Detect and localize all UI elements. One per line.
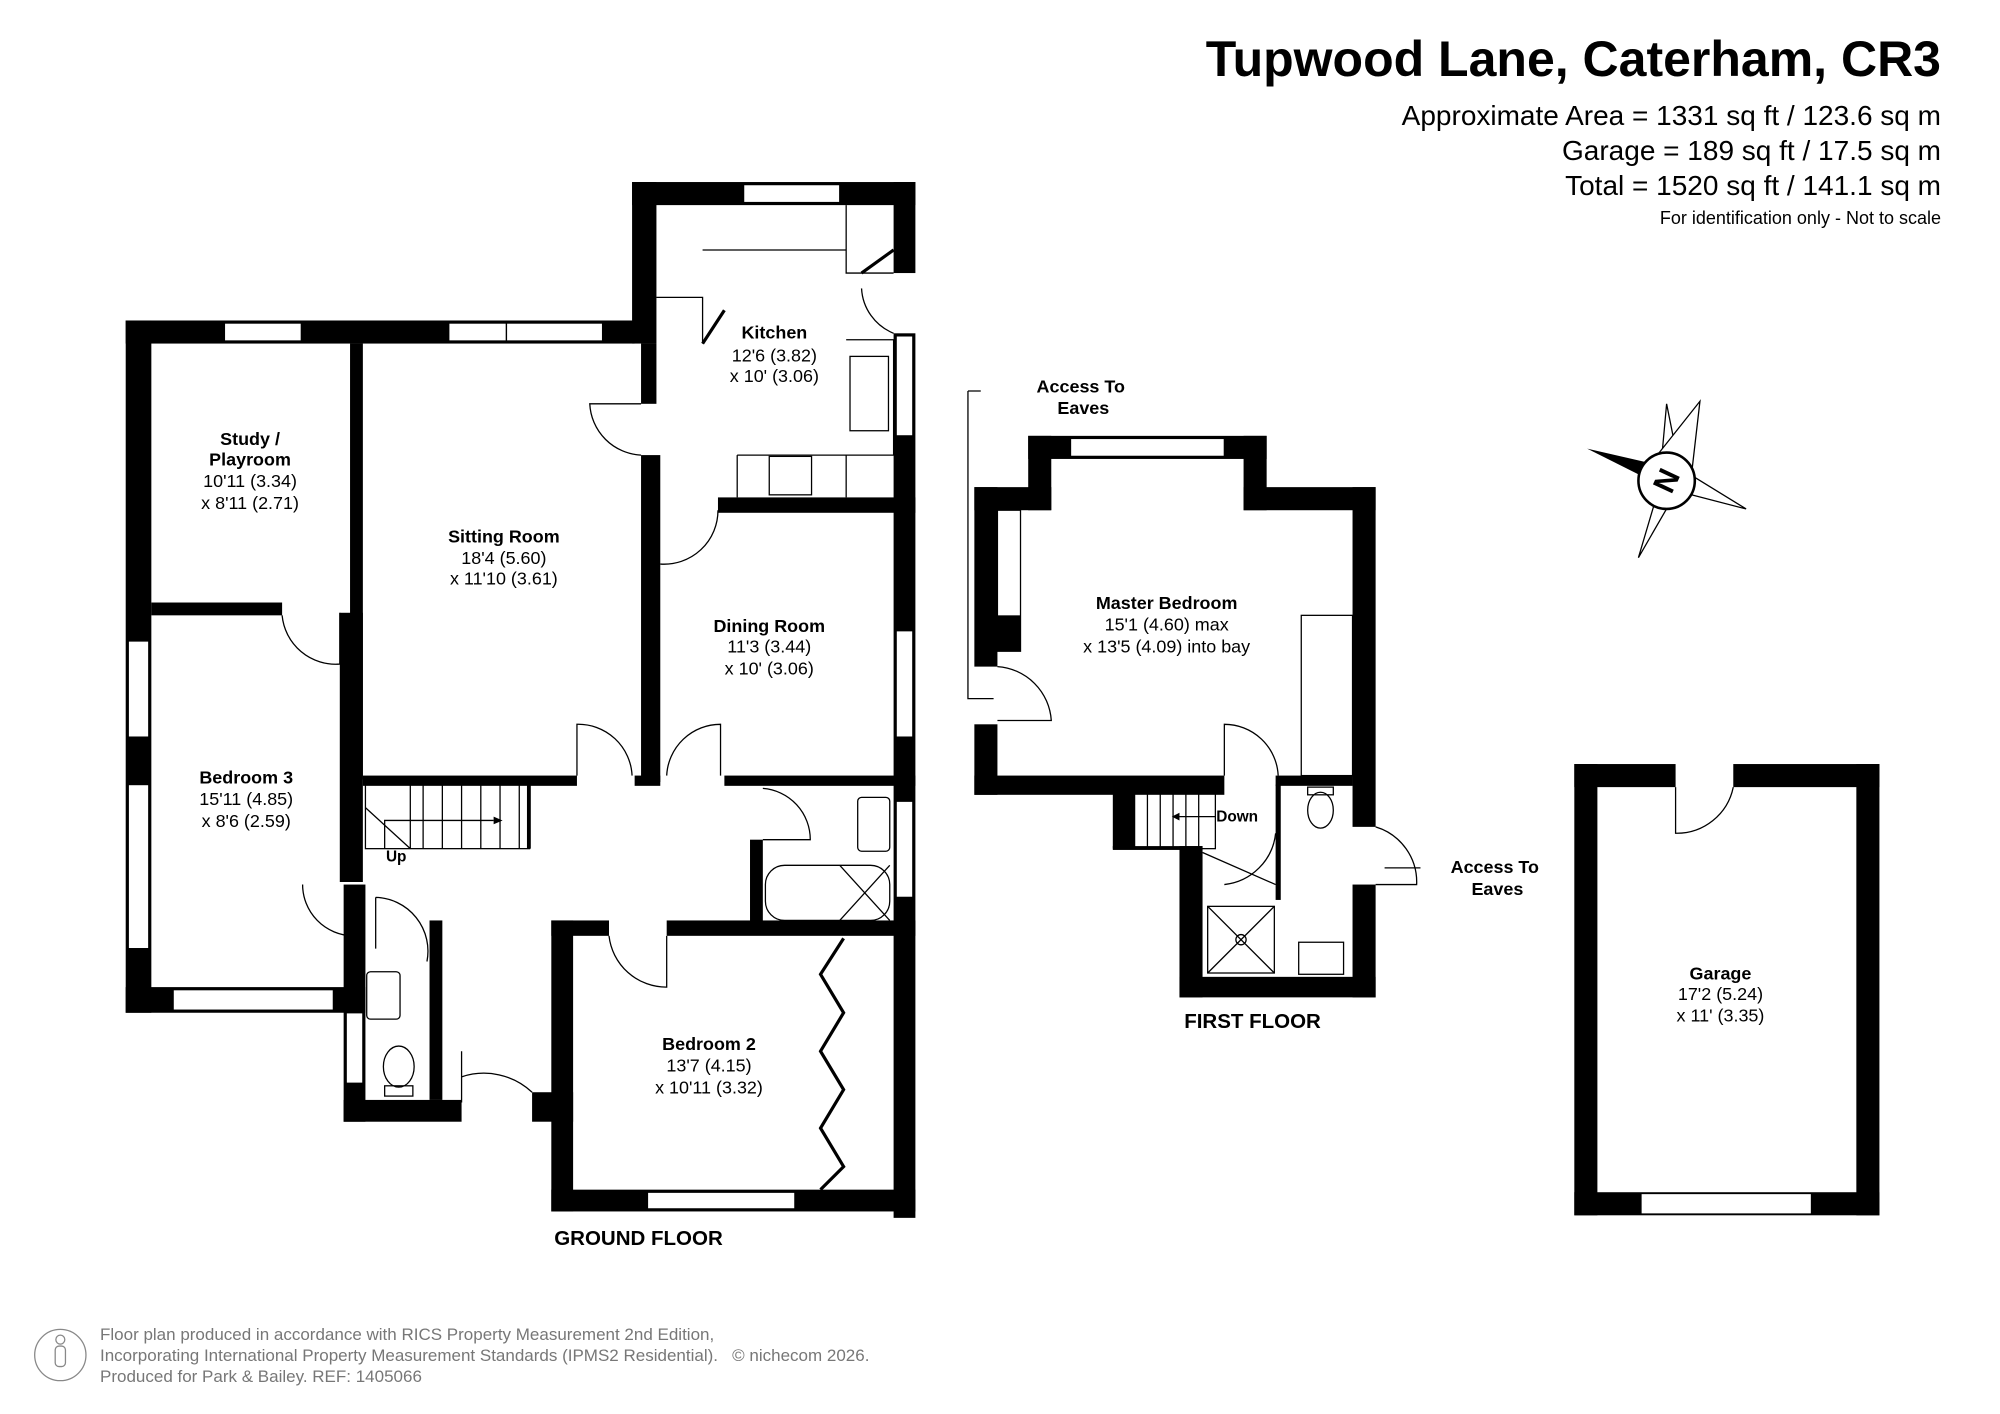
svg-text:Eaves: Eaves	[1471, 879, 1523, 899]
svg-text:x 8'11 (2.71): x 8'11 (2.71)	[201, 493, 299, 513]
room-kitchen: Kitchen 12'6 (3.82) x 10' (3.06)	[730, 322, 819, 386]
svg-text:15'1 (4.60) max: 15'1 (4.60) max	[1105, 615, 1229, 635]
footer-standards: Incorporating International Property Mea…	[100, 1346, 718, 1365]
footer-line-1: Floor plan produced in accordance with R…	[100, 1325, 715, 1344]
scale-note: For identification only - Not to scale	[1659, 208, 1941, 228]
svg-text:x 11' (3.35): x 11' (3.35)	[1677, 1006, 1765, 1026]
svg-text:x 10' (3.06): x 10' (3.06)	[730, 366, 819, 386]
svg-text:Garage: Garage	[1690, 963, 1752, 983]
svg-text:x 13'5 (4.09) into bay: x 13'5 (4.09) into bay	[1083, 637, 1250, 657]
svg-text:Access To: Access To	[1451, 857, 1539, 877]
ground-floor-label: GROUND FLOOR	[554, 1227, 723, 1250]
room-bedroom-3: Bedroom 3 15'11 (4.85) x 8'6 (2.59)	[199, 767, 293, 831]
svg-text:x 10' (3.06): x 10' (3.06)	[725, 658, 814, 678]
svg-text:12'6 (3.82): 12'6 (3.82)	[732, 346, 817, 366]
svg-text:Eaves: Eaves	[1057, 398, 1109, 418]
room-bedroom-2: Bedroom 2 13'7 (4.15) x 10'11 (3.32)	[655, 1034, 763, 1098]
stairs-up-label: Up	[386, 848, 406, 865]
svg-text:11'3 (3.44): 11'3 (3.44)	[727, 637, 811, 657]
svg-text:Study /: Study /	[220, 429, 280, 449]
garage-area: Garage = 189 sq ft / 17.5 sq m	[1562, 135, 1941, 166]
svg-text:Access To: Access To	[1037, 376, 1125, 396]
svg-text:x 11'10 (3.61): x 11'10 (3.61)	[450, 569, 558, 589]
person-scale-icon	[34, 1328, 87, 1382]
room-sitting-room: Sitting Room 18'4 (5.60) x 11'10 (3.61)	[448, 526, 560, 588]
svg-text:Bedroom 2: Bedroom 2	[662, 1034, 756, 1054]
svg-text:Dining Room: Dining Room	[713, 616, 825, 636]
access-to-eaves-label-1: Access To Eaves	[1037, 376, 1125, 418]
stairs-down-label: Down	[1216, 809, 1258, 826]
room-master-bedroom: Master Bedroom 15'1 (4.60) max x 13'5 (4…	[1083, 593, 1250, 657]
svg-text:Sitting Room: Sitting Room	[448, 526, 560, 546]
approximate-area: Approximate Area = 1331 sq ft / 123.6 sq…	[1401, 100, 1941, 131]
total-area: Total = 1520 sq ft / 141.1 sq m	[1565, 170, 1941, 201]
ground-floor-plan: GROUND FLOOR Up	[125, 182, 916, 1250]
compass-rose-icon: N	[1587, 399, 1747, 558]
room-garage: Garage 17'2 (5.24) x 11' (3.35)	[1677, 963, 1765, 1025]
svg-text:10'11 (3.34): 10'11 (3.34)	[203, 471, 297, 491]
svg-text:Playroom: Playroom	[209, 449, 291, 469]
svg-text:13'7 (4.15): 13'7 (4.15)	[666, 1056, 751, 1076]
access-to-eaves-label-2: Access To Eaves	[1451, 857, 1539, 899]
room-study-playroom: Study / Playroom 10'11 (3.34) x 8'11 (2.…	[201, 429, 299, 513]
svg-text:x 10'11 (3.32): x 10'11 (3.32)	[655, 1078, 763, 1098]
first-floor-plan: Down FIRST FLOOR Access To Eaves Access …	[967, 376, 1539, 1033]
room-dining-room: Dining Room 11'3 (3.44) x 10' (3.06)	[713, 616, 825, 678]
footer-line-3: Produced for Park & Bailey. REF: 1405066	[100, 1367, 422, 1386]
first-floor-label: FIRST FLOOR	[1184, 1010, 1321, 1033]
svg-text:17'2 (5.24): 17'2 (5.24)	[1678, 984, 1763, 1004]
svg-text:15'11 (4.85): 15'11 (4.85)	[199, 789, 293, 809]
svg-text:Bedroom 3: Bedroom 3	[199, 767, 293, 787]
garage-plan	[1574, 764, 1880, 1216]
svg-text:x 8'6 (2.59): x 8'6 (2.59)	[202, 811, 291, 831]
svg-text:18'4 (5.60): 18'4 (5.60)	[461, 548, 546, 568]
footer-copyright: © nichecom 2026.	[732, 1346, 870, 1365]
property-title: Tupwood Lane, Caterham, CR3	[1205, 31, 1941, 87]
svg-text:Kitchen: Kitchen	[741, 322, 807, 342]
svg-text:Master Bedroom: Master Bedroom	[1096, 593, 1238, 613]
footer-line-2: Incorporating International Property Mea…	[100, 1346, 869, 1366]
